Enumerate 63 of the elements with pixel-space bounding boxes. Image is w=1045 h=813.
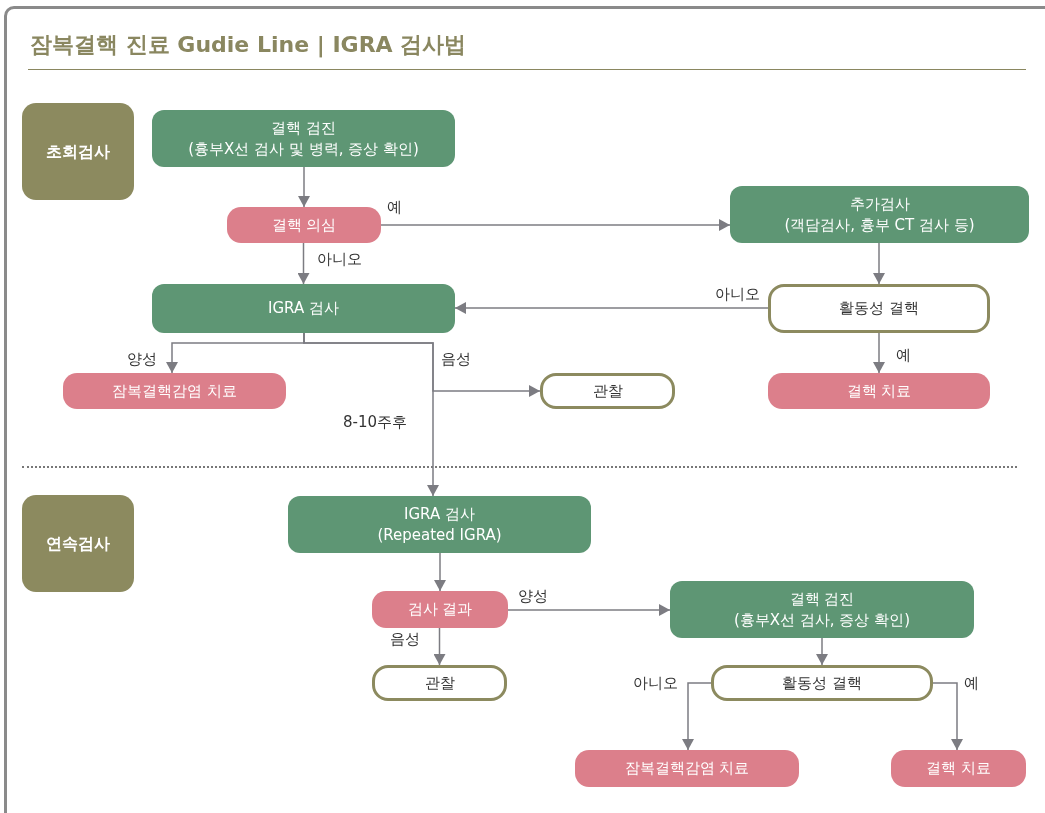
- node-text: 관찰: [592, 380, 623, 402]
- outcome-box: [540, 373, 675, 409]
- node-text: 검사 결과: [407, 599, 473, 620]
- node-text: 활동성 결핵: [839, 298, 919, 319]
- node-text: IGRA 검사: [268, 298, 339, 319]
- title: 잠복결핵 진료 Gudie Line | IGRA 검사법: [30, 31, 467, 60]
- process-box: [730, 186, 1029, 243]
- arrow: [433, 627, 446, 666]
- section-box: [22, 103, 134, 200]
- edge-label: 양성: [517, 589, 549, 604]
- arrow: [303, 332, 439, 497]
- process-box: [670, 581, 974, 638]
- node-text: 결핵 검진: [789, 589, 855, 610]
- node-text: (객담검사, 흉부 CT 검사 등): [784, 214, 975, 235]
- edge-label: 양성: [126, 352, 158, 367]
- edge-label: 예: [386, 200, 403, 215]
- process-box: [152, 110, 455, 167]
- node-text: 잠복결핵감염 치료: [624, 758, 750, 779]
- outcome-box: [768, 284, 990, 333]
- node-text: 결핵 치료: [926, 758, 991, 779]
- node-text: (Repeated IGRA): [377, 524, 502, 545]
- arrow: [454, 302, 769, 314]
- node-text: 연속검사: [46, 532, 110, 555]
- result-box: [372, 591, 508, 628]
- arrow: [932, 682, 963, 751]
- node-text: 추가검사: [849, 194, 910, 215]
- arrow: [434, 552, 446, 592]
- outcome-box: [711, 665, 933, 701]
- edge-label: 음성: [389, 632, 421, 647]
- edge-label: 예: [895, 348, 912, 363]
- node-text: 잠복결핵감염 치료: [112, 380, 237, 402]
- result-box: [891, 750, 1026, 787]
- node-text: 활동성 결핵: [782, 672, 862, 694]
- node-text: IGRA 검사: [404, 504, 475, 525]
- process-box: [288, 496, 591, 553]
- section-box: [22, 495, 134, 592]
- edge-label: 아니오: [316, 252, 363, 267]
- node-text: (흉부X선 검사, 증상 확인): [733, 609, 911, 630]
- arrow: [298, 166, 310, 208]
- node-text: 초회검사: [46, 140, 110, 163]
- outcome-box: [372, 665, 507, 701]
- arrow: [297, 242, 310, 285]
- process-box: [152, 284, 455, 333]
- arrow: [507, 604, 671, 616]
- edge-label: 음성: [440, 352, 472, 367]
- arrow: [873, 332, 885, 374]
- arrow: [380, 219, 731, 231]
- node-text: 결핵 의심: [271, 214, 337, 236]
- result-box: [63, 373, 286, 409]
- result-box: [227, 207, 381, 243]
- result-box: [575, 750, 799, 787]
- node-text: 결핵 검진: [271, 118, 336, 139]
- node-text: 결핵 치료: [846, 380, 912, 402]
- edge-label: 아니오: [714, 287, 761, 302]
- edge-label: 예: [963, 676, 980, 691]
- arrow: [682, 682, 712, 751]
- node-text: 관찰: [424, 672, 455, 694]
- edge-label: 8-10주후: [342, 415, 409, 430]
- edge-label: 아니오: [632, 676, 679, 691]
- node-text: (흉부X선 검사 및 병력, 증상 확인): [188, 138, 419, 159]
- arrow: [816, 637, 828, 666]
- arrow: [873, 242, 885, 285]
- result-box: [768, 373, 990, 409]
